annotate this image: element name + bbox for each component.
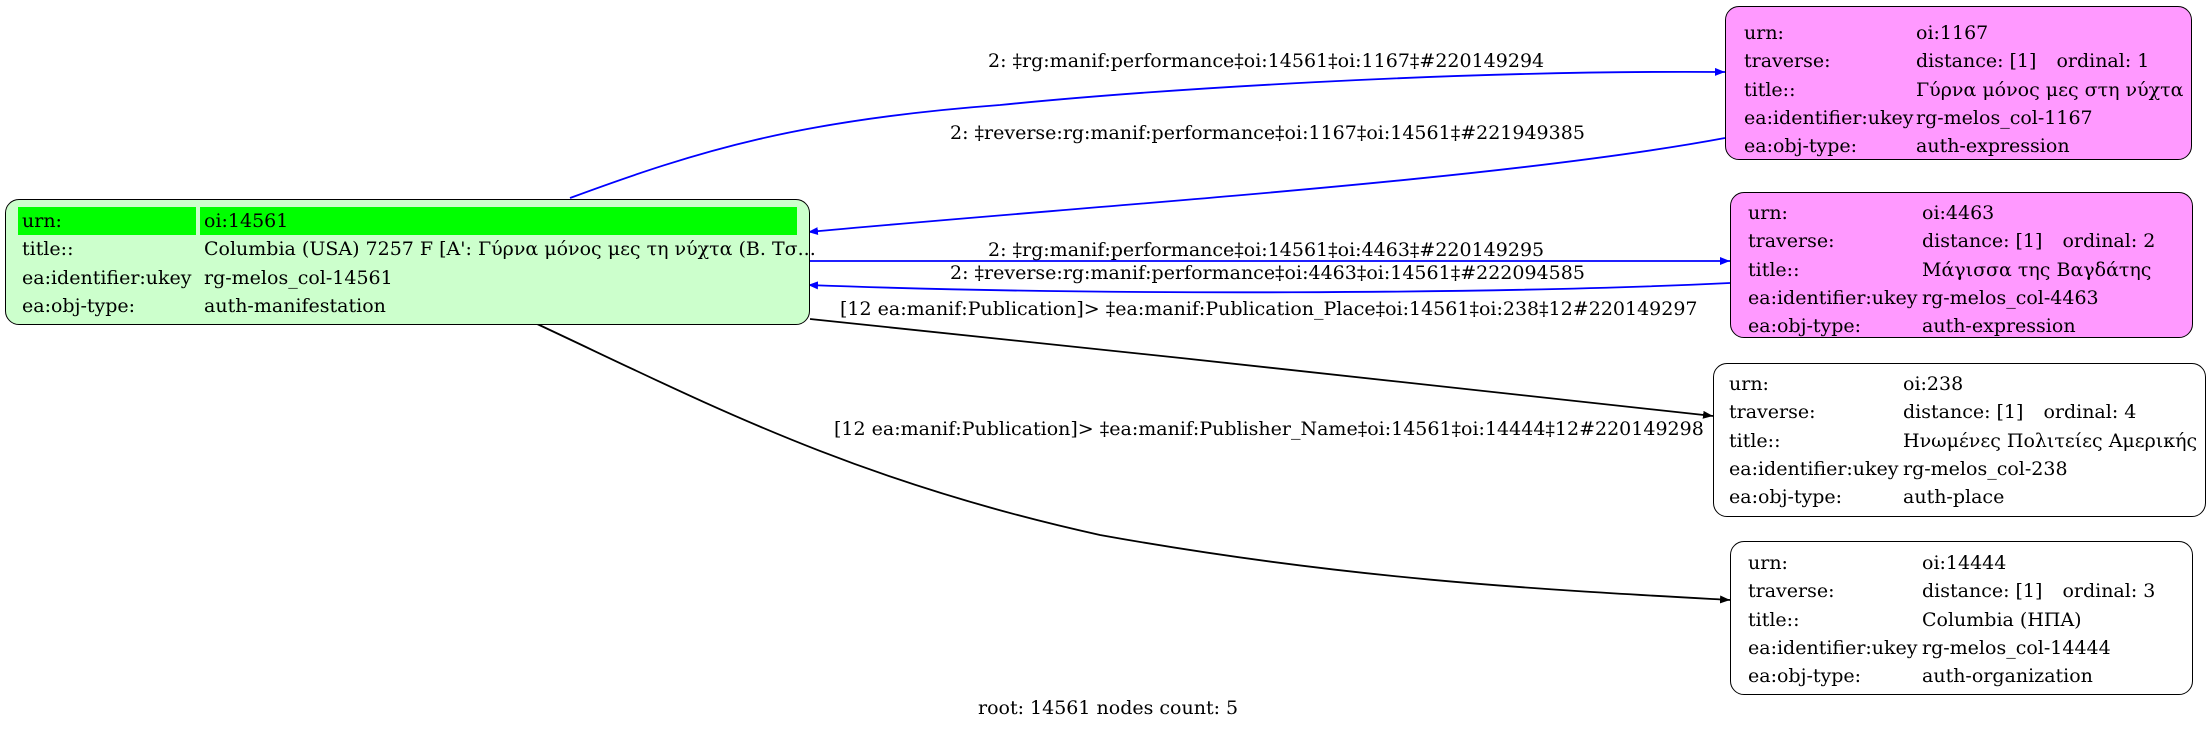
node-root-title-row: title:: Columbia (USA) 7257 F [A': Γύρνα… — [18, 235, 816, 263]
node-1167-traverse-key: traverse: — [1744, 50, 1831, 73]
node-238-ukey-row: ea:identifier:ukey rg-melos_col-238 — [1729, 455, 2189, 483]
node-4463-ukey-value: rg-melos_col-4463 — [1922, 287, 2099, 310]
node-14444-ukey-row: ea:identifier:ukey rg-melos_col-14444 — [1748, 634, 2176, 662]
node-14444-title-value: Columbia (ΗΠΑ) — [1922, 608, 2082, 631]
row-separator — [196, 207, 200, 236]
node-1167-ordinal: ordinal: 1 — [2056, 50, 2150, 73]
node-14444-traverse-key: traverse: — [1748, 580, 1835, 603]
node-14444-distance: distance: [1] — [1922, 580, 2043, 603]
node-root-type-row: ea:obj-type: auth-manifestation — [18, 292, 797, 320]
node-4463-title-key: title:: — [1748, 258, 1800, 281]
edge-line-4463-to-root — [807, 281, 1731, 294]
node-14444-urn-key: urn: — [1748, 552, 1788, 575]
node-root-ukey-row: ea:identifier:ukey rg-melos_col-14561 — [18, 264, 797, 292]
edge-line-root-to-238 — [809, 318, 1714, 419]
node-238-traverse-row: traverse: distance: [1] ordinal: 4 — [1729, 398, 2189, 426]
node-4463-title-row: title:: Μάγισσα της Βαγδάτης — [1748, 256, 2176, 284]
node-1167-type-value: auth-expression — [1916, 135, 2070, 158]
node-root-title-value: Columbia (USA) 7257 F [A': Γύρνα μόνος μ… — [204, 238, 816, 261]
node-4463-traverse-key: traverse: — [1748, 230, 1835, 253]
node-238-distance: distance: [1] — [1903, 401, 2024, 424]
node-4463-type-key: ea:obj-type: — [1748, 315, 1862, 338]
node-238-type-row: ea:obj-type: auth-place — [1729, 483, 2189, 511]
node-238-ukey-key: ea:identifier:ukey — [1729, 458, 1899, 481]
node-238-urn-row: urn: oi:238 — [1729, 370, 2189, 398]
node-1167-urn-value: oi:1167 — [1916, 22, 1989, 45]
node-238[interactable]: urn: oi:238 traverse: distance: [1] ordi… — [1713, 363, 2206, 517]
node-1167-type-row: ea:obj-type: auth-expression — [1744, 132, 2175, 160]
node-14444-ukey-value: rg-melos_col-14444 — [1922, 637, 2111, 660]
node-root-14561[interactable]: urn: oi:14561 title:: Columbia (USA) 725… — [5, 199, 816, 325]
node-1167-distance: distance: [1] — [1916, 50, 2037, 73]
node-14444-traverse-row: traverse: distance: [1] ordinal: 3 — [1748, 577, 2176, 605]
node-14444-urn-value: oi:14444 — [1922, 552, 2007, 575]
edge-label-root-to-238: [12 ea:manif:Publication]> ‡ea:manif:Pub… — [840, 298, 1698, 320]
node-4463-traverse-row: traverse: distance: [1] ordinal: 2 — [1748, 227, 2176, 255]
node-238-type-key: ea:obj-type: — [1729, 486, 1843, 509]
node-root-type-value: auth-manifestation — [204, 295, 386, 318]
node-1167-urn-row: urn: oi:1167 — [1744, 19, 2175, 47]
node-4463-urn-row: urn: oi:4463 — [1748, 199, 2176, 227]
node-1167-title-value: Γύρνα μόνος μες στη νύχτα — [1916, 78, 2184, 101]
edge-line-root-to-1167 — [569, 67, 1726, 199]
node-1167-urn-key: urn: — [1744, 22, 1784, 45]
node-root-type-key: ea:obj-type: — [22, 295, 136, 318]
node-1167-ukey-row: ea:identifier:ukey rg-melos_col-1167 — [1744, 104, 2175, 132]
node-root-ukey-value: rg-melos_col-14561 — [204, 266, 393, 289]
node-14444-ukey-key: ea:identifier:ukey — [1748, 637, 1918, 660]
node-14444-title-row: title:: Columbia (ΗΠΑ) — [1748, 606, 2176, 634]
edge-label-root-to-14444: [12 ea:manif:Publication]> ‡ea:manif:Pub… — [834, 418, 1704, 440]
node-238-type-value: auth-place — [1903, 486, 2005, 509]
node-1167-ukey-key: ea:identifier:ukey — [1744, 107, 1914, 130]
node-root-urn-value: oi:14561 — [204, 210, 289, 233]
node-14444[interactable]: urn: oi:14444 traverse: distance: [1] or… — [1730, 541, 2193, 695]
node-1167-type-key: ea:obj-type: — [1744, 135, 1858, 158]
node-14444-title-key: title:: — [1748, 608, 1800, 631]
node-238-title-key: title:: — [1729, 429, 1781, 452]
node-4463[interactable]: urn: oi:4463 traverse: distance: [1] ord… — [1730, 192, 2193, 338]
node-238-title-value: Ηνωμένες Πολιτείες Αμερικής — [1903, 429, 2198, 452]
edge-label-4463-to-root: 2: ‡reverse:rg:manif:performance‡oi:4463… — [950, 262, 1585, 284]
node-4463-type-row: ea:obj-type: auth-expression — [1748, 312, 2176, 340]
edge-label-root-to-1167: 2: ‡rg:manif:performance‡oi:14561‡oi:116… — [988, 50, 1545, 72]
edge-label-1167-to-root: 2: ‡reverse:rg:manif:performance‡oi:1167… — [950, 122, 1585, 144]
node-14444-type-row: ea:obj-type: auth-organization — [1748, 662, 2176, 690]
node-1167-title-row: title:: Γύρνα μόνος μες στη νύχτα — [1744, 76, 2184, 104]
node-238-ordinal: ordinal: 4 — [2043, 401, 2137, 424]
node-root-urn-key: urn: — [22, 210, 62, 233]
node-root-title-key: title:: — [22, 238, 74, 261]
node-4463-ukey-key: ea:identifier:ukey — [1748, 287, 1918, 310]
node-14444-type-value: auth-organization — [1922, 665, 2093, 688]
node-238-urn-key: urn: — [1729, 373, 1769, 396]
node-238-urn-value: oi:238 — [1903, 373, 1964, 396]
node-238-ukey-value: rg-melos_col-238 — [1903, 458, 2068, 481]
node-4463-urn-value: oi:4463 — [1922, 202, 1995, 225]
node-1167-ukey-value: rg-melos_col-1167 — [1916, 107, 2093, 130]
edge-line-root-to-14444 — [534, 322, 1731, 604]
node-4463-distance: distance: [1] — [1922, 230, 2043, 253]
node-4463-ordinal: ordinal: 2 — [2062, 230, 2156, 253]
graph-footer: root: 14561 nodes count: 5 — [978, 697, 1239, 719]
node-1167-title-key: title:: — [1744, 78, 1796, 101]
node-4463-ukey-row: ea:identifier:ukey rg-melos_col-4463 — [1748, 284, 2176, 312]
edge-label-root-to-4463: 2: ‡rg:manif:performance‡oi:14561‡oi:446… — [988, 239, 1545, 261]
node-238-traverse-key: traverse: — [1729, 401, 1816, 424]
node-root-urn-row: urn: oi:14561 — [18, 207, 797, 236]
node-14444-type-key: ea:obj-type: — [1748, 665, 1862, 688]
node-238-title-row: title:: Ηνωμένες Πολιτείες Αμερικής — [1729, 427, 2197, 455]
node-4463-urn-key: urn: — [1748, 202, 1788, 225]
edge-line-1167-to-root — [807, 137, 1726, 236]
node-14444-urn-row: urn: oi:14444 — [1748, 549, 2176, 577]
node-4463-title-value: Μάγισσα της Βαγδάτης — [1922, 258, 2152, 281]
node-4463-type-value: auth-expression — [1922, 315, 2076, 338]
node-1167-traverse-row: traverse: distance: [1] ordinal: 1 — [1744, 47, 2175, 75]
node-root-ukey-key: ea:identifier:ukey — [22, 266, 192, 289]
node-1167[interactable]: urn: oi:1167 traverse: distance: [1] ord… — [1725, 6, 2192, 160]
node-14444-ordinal: ordinal: 3 — [2062, 580, 2156, 603]
